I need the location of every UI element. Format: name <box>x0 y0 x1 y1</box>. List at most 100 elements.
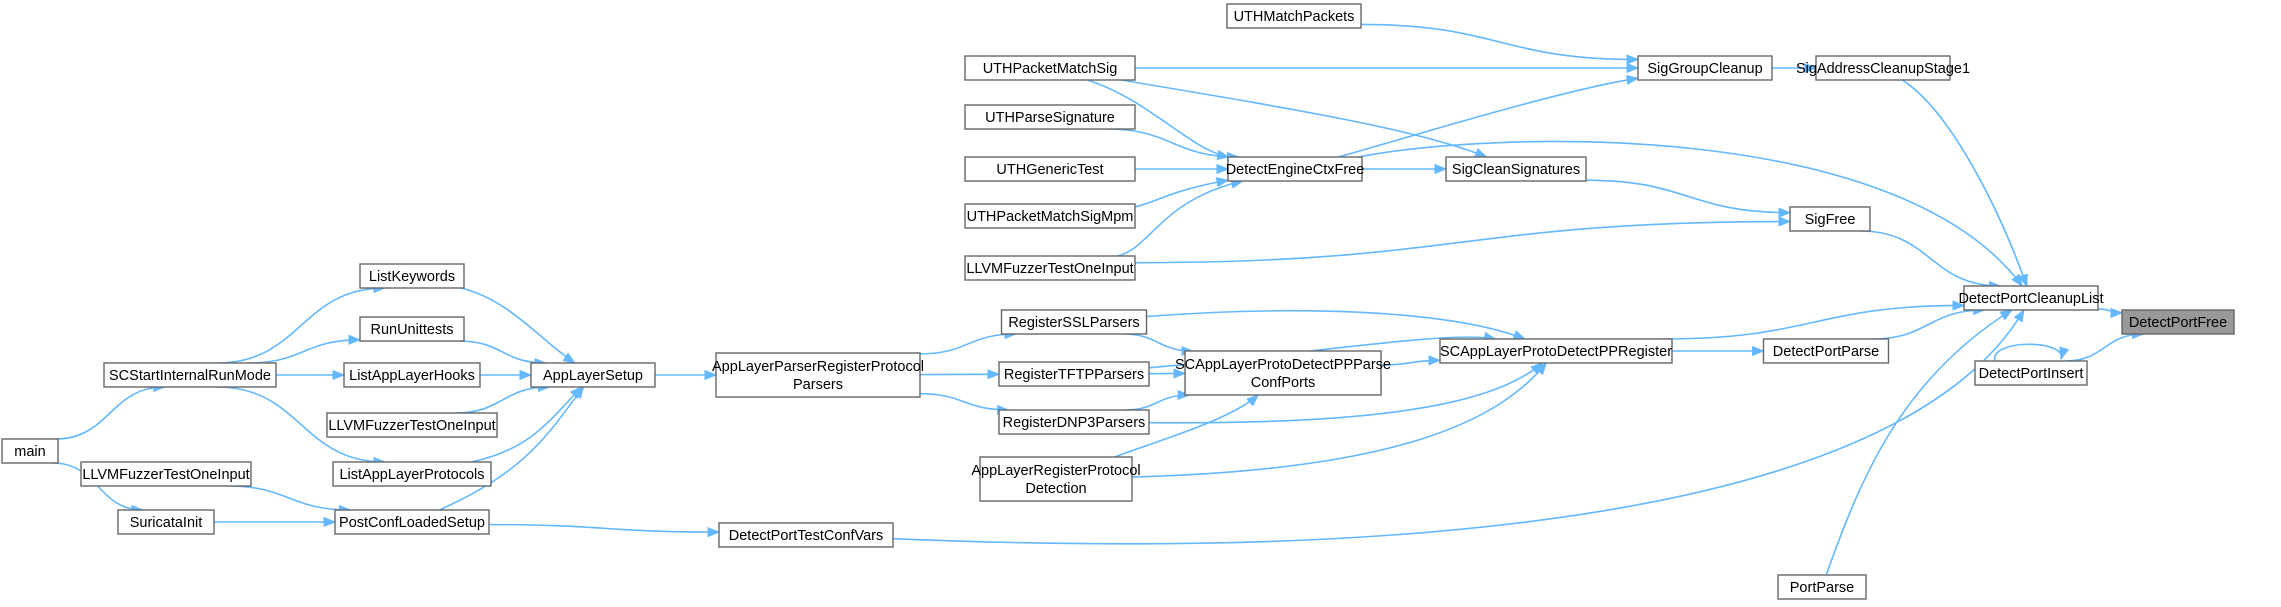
node-box <box>1226 3 1362 29</box>
node-box <box>1777 574 1867 600</box>
node-UTHParseSignature[interactable]: UTHParseSignature <box>964 104 1136 130</box>
node-SuricataInit[interactable]: SuricataInit <box>117 509 215 535</box>
node-label: SigFree <box>1805 212 1856 228</box>
edge-SCStartInternalRunMode-to-ListAppLayerProtocols <box>216 386 387 468</box>
node-layer: DetectPortFreeDetectPortCleanupListDetec… <box>1 3 2235 600</box>
node-box <box>964 203 1136 229</box>
edge-UTHPacketMatchSig-to-DetectEngineCtxFree <box>1087 79 1230 160</box>
node-PostConfLoadedSetup[interactable]: PostConfLoadedSetup <box>334 509 490 535</box>
edge-ListAppLayerProtocols-to-AppLayerSetup <box>470 386 583 463</box>
node-DetectPortTestConfVars[interactable]: DetectPortTestConfVars <box>718 522 894 548</box>
node-box <box>1815 55 1951 81</box>
edge-AppLayerRegisterProtocolDetection-to-SCAppLayerProtoDetectPPParseConfPorts <box>1114 394 1260 458</box>
edge-UTHParseSignature-to-DetectEngineCtxFree <box>1106 128 1240 163</box>
node-box <box>103 362 277 388</box>
node-box <box>343 362 481 388</box>
node-box <box>964 55 1136 81</box>
node-DetectEngineCtxFree[interactable]: DetectEngineCtxFree <box>1226 156 1365 182</box>
node-label: Detection <box>1025 481 1086 497</box>
node-label: SigAddressCleanupStage1 <box>1796 61 1970 77</box>
node-SigCleanSignatures[interactable]: SigCleanSignatures <box>1445 156 1587 182</box>
node-SigAddressCleanupStage1[interactable]: SigAddressCleanupStage1 <box>1796 55 1970 81</box>
node-box <box>1637 55 1773 81</box>
node-label: DetectPortTestConfVars <box>729 528 883 544</box>
node-label: DetectPortParse <box>1773 344 1879 360</box>
node-label: AppLayerSetup <box>543 368 643 384</box>
node-main[interactable]: main <box>1 438 59 464</box>
node-DetectPortParse[interactable]: DetectPortParse <box>1762 338 1890 364</box>
node-label: RegisterTFTPParsers <box>1004 367 1144 383</box>
edge-DetectPortTestConfVars-to-DetectPortCleanupList <box>892 308 2025 545</box>
node-PortParse[interactable]: PortParse <box>1777 574 1867 600</box>
node-UTHPacketMatchSigMpm[interactable]: UTHPacketMatchSigMpm <box>964 203 1136 229</box>
node-box <box>117 509 215 535</box>
node-UTHGenericTest[interactable]: UTHGenericTest <box>964 156 1136 182</box>
edge-PortParse-to-DetectPortCleanupList <box>1825 309 2013 576</box>
node-AppLayerSetup[interactable]: AppLayerSetup <box>530 362 656 388</box>
node-box <box>1445 156 1587 182</box>
node-label: DetectPortInsert <box>1979 366 2084 382</box>
node-DetectPortCleanupList[interactable]: DetectPortCleanupList <box>1958 285 2104 311</box>
edge-UTHPacketMatchSigMpm-to-DetectEngineCtxFree <box>1134 177 1230 208</box>
node-label: SigCleanSignatures <box>1452 162 1580 178</box>
node-LLVMFuzzerTestOneInput_b[interactable]: LLVMFuzzerTestOneInput <box>326 412 498 438</box>
edge-PostConfLoadedSetup-to-DetectPortTestConfVars <box>488 523 721 538</box>
node-label: SCStartInternalRunMode <box>109 368 271 384</box>
node-box <box>998 409 1150 435</box>
node-LLVMFuzzerTestOneInput_a[interactable]: LLVMFuzzerTestOneInput <box>964 255 1136 281</box>
node-label: RegisterDNP3Parsers <box>1003 415 1146 431</box>
node-label: UTHPacketMatchSigMpm <box>967 209 1134 225</box>
edge-layer <box>52 23 2145 576</box>
node-RunUnittests[interactable]: RunUnittests <box>359 316 465 342</box>
node-box <box>359 263 465 289</box>
node-ListKeywords[interactable]: ListKeywords <box>359 263 465 289</box>
node-label: RegisterSSLParsers <box>1008 315 1139 331</box>
node-box <box>718 522 894 548</box>
node-SCAppLayerProtoDetectPPRegister[interactable]: SCAppLayerProtoDetectPPRegister <box>1439 338 1673 364</box>
node-label: ListAppLayerProtocols <box>339 467 484 483</box>
node-SigFree[interactable]: SigFree <box>1789 206 1871 232</box>
node-box <box>1184 350 1382 396</box>
edge-UTHPacketMatchSig-to-SigCleanSignatures <box>1121 79 1488 158</box>
node-DetectPortInsert[interactable]: DetectPortInsert <box>1974 360 2088 386</box>
node-UTHMatchPackets[interactable]: UTHMatchPackets <box>1226 3 1362 29</box>
edge-LLVMFuzzerTestOneInput_a-to-DetectEngineCtxFree <box>1116 178 1244 257</box>
node-SCStartInternalRunMode[interactable]: SCStartInternalRunMode <box>103 362 277 388</box>
node-ListAppLayerProtocols[interactable]: ListAppLayerProtocols <box>332 461 492 487</box>
node-LLVMFuzzerTestOneInput_c[interactable]: LLVMFuzzerTestOneInput <box>80 461 252 487</box>
node-DetectPortFree[interactable]: DetectPortFree <box>2121 309 2235 335</box>
node-box <box>998 361 1150 387</box>
edge-AppLayerParserRegisterProtocolParsers-to-RegisterDNP3Parsers <box>919 392 1010 416</box>
edge-SCStartInternalRunMode-to-RunUnittests <box>247 334 362 364</box>
node-ListAppLayerHooks[interactable]: ListAppLayerHooks <box>343 362 481 388</box>
node-box <box>1789 206 1871 232</box>
edge-RegisterDNP3Parsers-to-SCAppLayerProtoDetectPPRegister <box>1148 362 1544 424</box>
edge-LLVMFuzzerTestOneInput_a-to-SigFree <box>1134 216 1792 264</box>
node-box <box>334 509 490 535</box>
edge-UTHMatchPackets-to-SigGroupCleanup <box>1360 23 1640 65</box>
edge-AppLayerRegisterProtocolDetection-to-SCAppLayerProtoDetectPPRegister <box>1131 362 1548 478</box>
node-RegisterDNP3Parsers[interactable]: RegisterDNP3Parsers <box>998 409 1150 435</box>
node-box <box>359 316 465 342</box>
edge-LLVMFuzzerTestOneInput_b-to-AppLayerSetup <box>455 381 551 414</box>
node-label: main <box>14 444 45 460</box>
node-SigGroupCleanup[interactable]: SigGroupCleanup <box>1637 55 1773 81</box>
node-label: ConfPorts <box>1251 375 1315 391</box>
edge-DetectEngineCtxFree-to-SigGroupCleanup <box>1338 74 1640 158</box>
edge-SigCleanSignatures-to-SigFree <box>1585 179 1792 218</box>
node-box <box>1227 156 1363 182</box>
node-RegisterSSLParsers[interactable]: RegisterSSLParsers <box>1000 309 1148 335</box>
node-label: AppLayerRegisterProtocol <box>971 463 1140 479</box>
edge-RunUnittests-to-AppLayerSetup <box>459 340 548 369</box>
node-box <box>1439 338 1673 364</box>
node-RegisterTFTPParsers[interactable]: RegisterTFTPParsers <box>998 361 1150 387</box>
node-label: PortParse <box>1790 580 1854 596</box>
node-label: PostConfLoadedSetup <box>339 515 485 531</box>
node-label: SCAppLayerProtoDetectPPRegister <box>1440 344 1672 360</box>
edge-AppLayerParserRegisterProtocolParsers-to-RegisterSSLParsers <box>919 328 1018 355</box>
node-UTHPacketMatchSig[interactable]: UTHPacketMatchSig <box>964 55 1136 81</box>
